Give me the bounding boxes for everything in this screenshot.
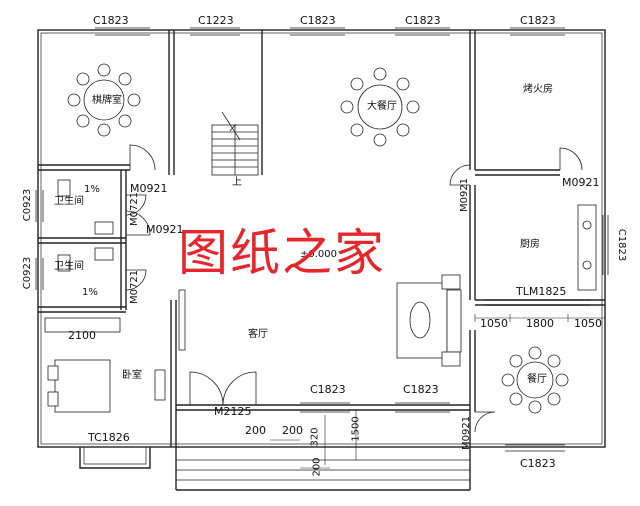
window-code-top-4: C1823 [405, 14, 441, 27]
dim-1050-left: 1050 [480, 317, 508, 330]
door-code-m0721-bath2: M0721 [129, 269, 141, 305]
room-label-chess: 棋牌室 [92, 95, 122, 106]
dim-1500: 1500 [350, 416, 362, 442]
door-code-kitchen-slider: TLM1825 [516, 285, 567, 298]
door-code-m0921-chess: M0921 [130, 182, 168, 195]
dim-200-c: 200 [311, 457, 323, 477]
room-label-bathroom-2: 卫生间 [54, 261, 84, 272]
window-code-right: C1823 [616, 228, 628, 262]
window-code-top-1: C1823 [93, 14, 129, 27]
window-code-inner-1: C1823 [310, 383, 346, 396]
window-code-top-5: C1823 [520, 14, 556, 27]
door-code-m0721-bath1: M0721 [129, 191, 141, 227]
window-code-bay: TC1826 [88, 431, 130, 444]
floor-elevation: ±0.000 [300, 249, 338, 260]
door-code-m0921-dining: M0921 [461, 415, 473, 451]
room-label-fire-pit: 烤火房 [523, 84, 553, 95]
room-label-living: 客厅 [248, 329, 268, 340]
room-label-big-dining: 大餐厅 [367, 101, 397, 112]
dim-2100: 2100 [68, 329, 96, 342]
door-code-main: M2125 [214, 405, 252, 418]
dim-1800: 1800 [526, 317, 554, 330]
slope-mark-2: 1% [82, 287, 98, 298]
stairs [211, 111, 259, 176]
window-code-top-2: C1223 [198, 14, 234, 27]
dim-1050-right: 1050 [574, 317, 602, 330]
door-code-m0921-firepit: M0921 [562, 176, 600, 189]
watermark-text: 图纸之家 [178, 224, 386, 282]
door-code-m0921-living: M0921 [146, 223, 184, 236]
window-marks [35, 27, 609, 452]
stair-up-label: 上 [232, 177, 242, 188]
room-label-dining: 餐厅 [527, 374, 547, 385]
room-label-bedroom: 卧室 [122, 370, 142, 381]
dimension-lines [270, 314, 606, 469]
dim-200-a: 200 [245, 424, 266, 437]
furniture [44, 63, 597, 414]
door-code-m0921-dining-hall: M0921 [459, 177, 471, 213]
doors [125, 144, 583, 433]
window-code-bottom-right: C1823 [520, 457, 556, 470]
dim-200-b: 200 [282, 424, 303, 437]
room-label-bathroom-1: 卫生间 [54, 196, 84, 207]
window-code-top-3: C1823 [300, 14, 336, 27]
window-code-left-2: C0923 [22, 256, 34, 290]
window-code-inner-2: C1823 [403, 383, 439, 396]
slope-mark-1: 1% [84, 184, 100, 195]
room-label-kitchen: 厨房 [520, 239, 540, 250]
dim-320: 320 [309, 427, 321, 447]
window-code-left-1: C0923 [22, 188, 34, 222]
